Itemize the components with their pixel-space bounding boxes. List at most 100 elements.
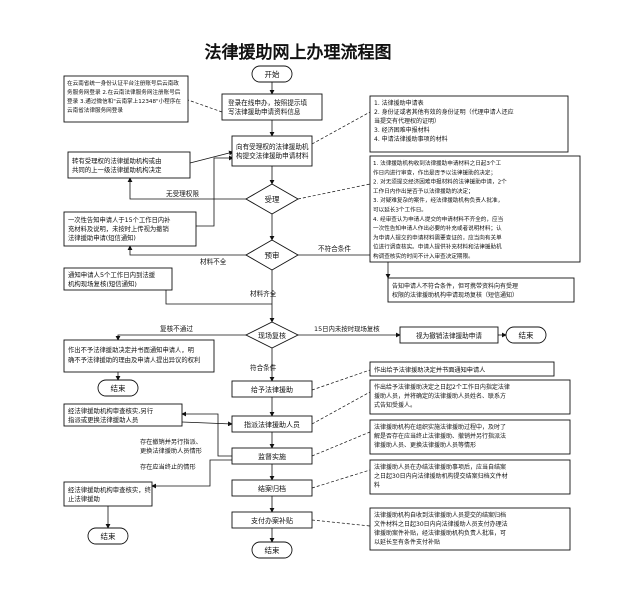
end-label-2: 结束 — [111, 383, 126, 393]
end-terminal-2 — [97, 379, 139, 397]
submit-box — [231, 135, 313, 167]
start-label: 开始 — [265, 69, 280, 79]
close-note-line: 法律援助人员在办结法律援助事项后，应当自结案 — [374, 463, 506, 471]
pay-box — [231, 511, 313, 529]
expire-label: 15日内未按时现场复核 — [314, 324, 380, 333]
register-line: 云南省法律服务网登录 — [67, 106, 123, 114]
start-terminal — [251, 65, 293, 83]
login-line: 登录在线申办，按照提示填 — [228, 98, 308, 107]
accept-note-line: 一次性告知申请人作出必要的补充或者说明材料；认 — [373, 224, 502, 232]
close-box — [231, 479, 313, 497]
register-text: 在云南省统一身份认证平台注册账号后云南政 务服务网登录 2.在云南法律服务网注册… — [67, 79, 183, 114]
close-note-line: 之日起30日内向法律援助机构提交结案归档文件材 — [374, 472, 508, 480]
materials-line: 3. 经济困难申报材料 — [374, 126, 430, 134]
pay-note-line: 法律援助机构自收到法律援助人员提交的结案归档 — [374, 511, 506, 519]
end-label-1: 结束 — [519, 330, 534, 340]
assign-box — [231, 415, 313, 433]
accept-note-line: 可以延长3个工作日。 — [373, 206, 427, 214]
supervise-note-line: 解是否存在应当终止法律援助、撤销并另行指派法 — [374, 432, 506, 440]
deny-line: 确不予法律援助的理由及申请人提出异议的权利 — [68, 355, 200, 364]
grant-note — [369, 361, 555, 377]
terminate-text: 经法律援助机构审查核实，终 止法律援助 — [68, 485, 153, 503]
accept-note-line: 3. 对疑难复杂的案件，经法律援助机构负责人批准， — [373, 196, 503, 204]
supervise-note-line: 律援助人员、更换法律援助人员等情形 — [374, 441, 476, 449]
pay-note-line: 文件材料之日起30日内向法律援助人员支付办理法 — [374, 520, 508, 528]
register-line: 登录 3.通过微信和"云南掌上12348"小程序在 — [67, 97, 181, 105]
accept-label: 受理 — [265, 194, 280, 204]
supplement-line: 充材料及说明，未按时上传视为撤销 — [68, 224, 169, 233]
onsite-notice-box — [63, 267, 173, 291]
transfer-line: 转有受理权的法律援助机构或由 — [72, 156, 161, 165]
pay-note — [369, 507, 571, 551]
connectors — [105, 82, 507, 543]
supervise-box — [231, 447, 313, 465]
close-note-line: 料 — [374, 481, 380, 489]
supplement-line: 法律援助申请(短信通知) — [68, 233, 136, 242]
accept-note-line: 4. 经审查认为申请人提交的申请材料不齐全的，应当 — [373, 215, 503, 223]
accept-notes — [369, 155, 581, 263]
pretrial-label: 预审 — [265, 250, 280, 260]
not-meet-line: 权限的法律援助机构申请现场复核（短信通知） — [392, 291, 518, 299]
supplement-text: 一次性告知申请人于15个工作日内补 充材料及说明，未按时上传视为撤销 法律援助申… — [68, 215, 172, 242]
deny-box — [63, 339, 215, 373]
deemed-withdraw-label: 视为撤销法律援助申请 — [416, 331, 482, 340]
register-line: 在云南省统一身份认证平台注册账号后云南政 — [67, 79, 179, 87]
grant-note-text: 作出给予法律援助决定并书面通知申请人 — [374, 366, 485, 374]
grant-label: 给予法律援助 — [251, 385, 293, 394]
close-label: 结案归档 — [258, 484, 286, 493]
deny-line: 作出不予法律援助决定并书面通知申请人，明 — [68, 345, 194, 354]
end-label-3: 结束 — [101, 531, 116, 541]
materials-line: 2. 身份证或者其他有效的身份证明（代理申请人还应 — [374, 108, 514, 116]
pay-label: 支付办案补贴 — [251, 516, 293, 525]
materials-line: 4. 申请法律援助事项的材料 — [374, 135, 448, 143]
supplement-line: 一次性告知申请人于15个工作日内补 — [68, 215, 171, 224]
assign-note-line: 援助人员，并将确定的法律援助人员姓名、联系方 — [374, 392, 506, 400]
accept-note-line: 工作日内作出是否予以法律援助的决定； — [373, 187, 474, 195]
register-line: 务服务网登录 2.在云南法律服务网注册账号后 — [67, 88, 181, 96]
onsite-notice-text: 通知申请人5个工作日内到法援 机构现场复核(短信通知) — [68, 270, 157, 288]
assign-note — [369, 379, 571, 415]
cond1-line: 更换法律援助人员情形 — [140, 447, 202, 455]
accept-note-line: 1. 法律援助机构收到法律援助申请材料之日起3个工 — [373, 159, 502, 167]
supplement-box — [63, 211, 197, 247]
terminate-line: 经法律援助机构审查核实，终 — [68, 485, 152, 494]
pretrial-decision — [245, 239, 299, 271]
review-fail-label: 复核不通过 — [160, 324, 193, 333]
deny-text: 作出不予法律援助决定并书面通知申请人，明 确不予法律援助的理由及申请人提出异议的… — [68, 345, 200, 364]
deemed-withdraw-box — [399, 326, 499, 344]
page-title: 法律援助网上办理流程图 — [205, 42, 392, 63]
supervise-note — [369, 419, 571, 455]
review-label: 现场复核 — [258, 331, 286, 340]
cond2-text: 存在应当终止的情形 — [140, 463, 196, 471]
submit-line: 构提交法律援助申请材料 — [236, 151, 309, 160]
reassign-line: 经法律援助机构审查核实,另行 — [68, 406, 154, 415]
submit-line: 向有受理权的法律援助机 — [236, 142, 309, 151]
reassign-line: 指派或更换法律援助人员 — [68, 415, 138, 424]
not-meet-text: 告知申请人不符合条件，但可携带资料向有受理 权限的法律援助机构申请现场复核（短信… — [392, 282, 520, 299]
supervise-note-text: 法律援助机构在组织实施法律援助过程中，及时了 解是否存在应当终止法律援助、撤销并… — [374, 423, 508, 449]
close-note-text: 法律援助人员在办结法律援助事项后，应当自结案 之日起30日内向法律援助机构提交结… — [374, 463, 510, 489]
review-decision — [244, 321, 300, 349]
pay-note-line: 律援助案件补贴，经法律援助机构负责人批准，可 — [374, 529, 506, 537]
not-meet-label: 不符合条件 — [318, 244, 351, 253]
assign-note-line: 作出给予法律援助决定之日起2个工作日内指定法律 — [374, 383, 510, 391]
reassign-box — [63, 403, 183, 427]
accept-note-line: 作日内进行审查，作出是否予以法律援助的决定； — [373, 168, 496, 176]
accept-notes-text: 1. 法律援助机构收到法律援助申请材料之日起3个工 作日内进行审查，作出是否予以… — [373, 159, 509, 260]
end-terminal-4 — [251, 541, 293, 559]
eligible-label: 符合条件 — [250, 363, 277, 372]
close-note — [369, 459, 571, 495]
materials-line: 当提交有代理权的证明） — [374, 117, 440, 125]
not-meet-line: 告知申请人不符合条件，但可携带资料向有受理 — [392, 282, 518, 290]
assign-label: 指派法律援助人员 — [244, 420, 300, 429]
reassign-text: 经法律援助机构审查核实,另行 指派或更换法律援助人员 — [68, 406, 155, 424]
transfer-text: 转有受理权的法律援助机构或由 共同的上一级法律援助机构决定 — [72, 156, 164, 174]
grant-box — [231, 380, 313, 398]
assign-note-text: 作出给予法律援助决定之日起2个工作日内指定法律 援助人员，并将确定的法律援助人员… — [374, 383, 512, 409]
login-box — [221, 93, 323, 121]
onsite-notice-line: 机构现场复核(短信通知) — [68, 279, 137, 288]
transfer-box — [67, 151, 191, 179]
incomplete-label: 材料不全 — [200, 257, 227, 266]
